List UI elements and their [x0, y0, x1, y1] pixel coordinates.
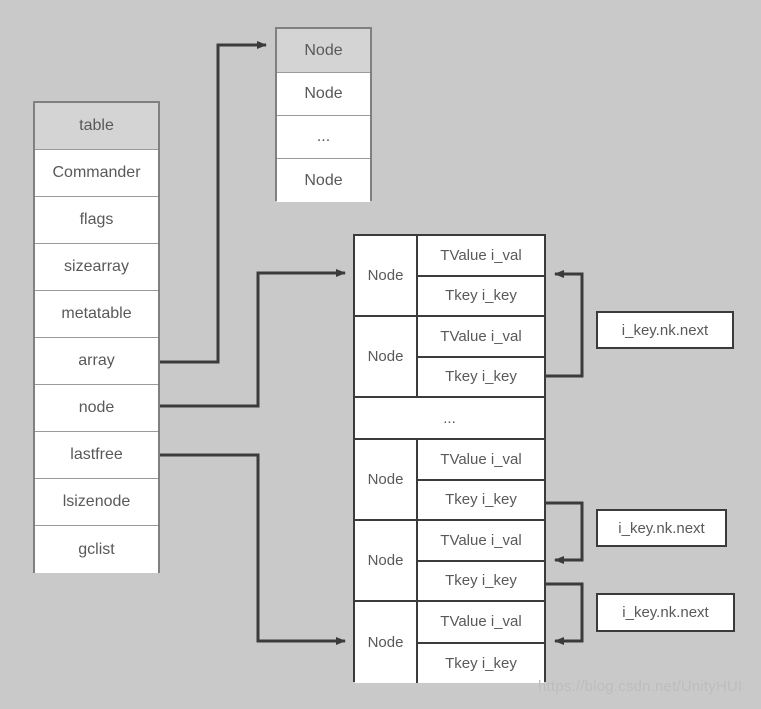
array-cell-0: Node — [277, 29, 370, 73]
node-row-5: Node TValue i_val Tkey i_key — [355, 602, 544, 683]
node-row-4-key: Tkey i_key — [418, 561, 544, 600]
table-struct-block: table Commander flags sizearray metatabl… — [33, 101, 160, 573]
struct-field-array: array — [35, 338, 158, 385]
node-row-2-key: Tkey i_key — [418, 357, 544, 396]
node-row-2-fields: TValue i_val Tkey i_key — [418, 317, 544, 396]
struct-field-gclist: gclist — [35, 526, 158, 573]
connector-array-to-nodearray — [160, 41, 267, 364]
node-row-1-label: Node — [355, 236, 418, 315]
watermark-text: https://blog.csdn.net/UnityHUI — [538, 678, 743, 695]
node-row-2-value: TValue i_val — [418, 317, 544, 358]
node-row-4-label: Node — [355, 521, 418, 600]
node-row-4-value: TValue i_val — [418, 521, 544, 562]
node-row-5-key: Tkey i_key — [418, 643, 544, 683]
note-next-pointer-3: i_key.nk.next — [596, 593, 735, 632]
node-row-ellipsis: ... — [355, 398, 544, 440]
node-row-1-fields: TValue i_val Tkey i_key — [418, 236, 544, 315]
array-cell-1: Node — [277, 73, 370, 116]
struct-field-lsizenode: lsizenode — [35, 479, 158, 526]
connector-next-chain-1 — [546, 270, 584, 378]
node-row-5-fields: TValue i_val Tkey i_key — [418, 602, 544, 683]
node-row-3-label: Node — [355, 440, 418, 519]
node-hash-table: Node TValue i_val Tkey i_key Node TValue… — [353, 234, 546, 683]
node-row-3: Node TValue i_val Tkey i_key — [355, 440, 544, 521]
node-row-4-fields: TValue i_val Tkey i_key — [418, 521, 544, 600]
connector-lastfree-to-lastnode — [160, 453, 346, 645]
struct-field-commander: Commander — [35, 150, 158, 197]
node-row-3-fields: TValue i_val Tkey i_key — [418, 440, 544, 519]
connector-next-chain-2 — [546, 501, 584, 564]
struct-field-flags: flags — [35, 197, 158, 244]
node-row-1: Node TValue i_val Tkey i_key — [355, 236, 544, 317]
node-row-5-value: TValue i_val — [418, 602, 544, 644]
struct-field-lastfree: lastfree — [35, 432, 158, 479]
node-row-1-value: TValue i_val — [418, 236, 544, 277]
node-row-2-label: Node — [355, 317, 418, 396]
note-next-pointer-1: i_key.nk.next — [596, 311, 734, 349]
struct-field-metatable: metatable — [35, 291, 158, 338]
array-cell-ellipsis: ... — [277, 116, 370, 159]
struct-field-sizearray: sizearray — [35, 244, 158, 291]
node-row-3-key: Tkey i_key — [418, 480, 544, 519]
node-row-3-value: TValue i_val — [418, 440, 544, 481]
array-cell-3: Node — [277, 159, 370, 202]
node-row-1-key: Tkey i_key — [418, 276, 544, 315]
node-row-4: Node TValue i_val Tkey i_key — [355, 521, 544, 602]
note-next-pointer-2: i_key.nk.next — [596, 509, 727, 547]
node-row-2: Node TValue i_val Tkey i_key — [355, 317, 544, 398]
struct-field-node: node — [35, 385, 158, 432]
connector-node-to-nodetable — [160, 269, 346, 408]
node-array-block: Node Node ... Node — [275, 27, 372, 202]
struct-header-cell: table — [35, 103, 158, 150]
node-row-5-label: Node — [355, 602, 418, 683]
connector-next-chain-3 — [546, 582, 584, 645]
